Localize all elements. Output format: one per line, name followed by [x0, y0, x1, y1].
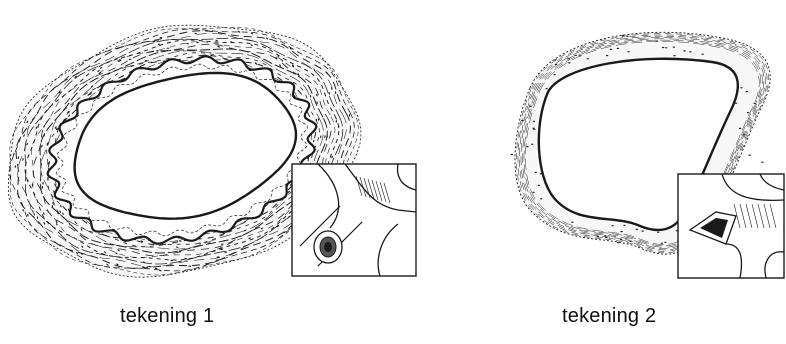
vein-cell-nucleus [622, 35, 625, 36]
vein-cell-nucleus [597, 236, 600, 237]
vein-cell-nucleus [605, 237, 608, 238]
vein-cell-nucleus [761, 162, 764, 163]
vein-cell-nucleus [538, 185, 541, 186]
vein-cell-nucleus [534, 172, 537, 173]
vein-inset [678, 174, 784, 278]
vein-cell-nucleus [673, 47, 676, 48]
vein-cell-nucleus [606, 55, 609, 56]
vein-cell-nucleus [620, 231, 623, 232]
vein-cell-nucleus [553, 74, 556, 75]
caption-drawing-2: tekening 2 [562, 305, 656, 328]
vein-cell-nucleus [629, 241, 632, 242]
vein-cell-nucleus [662, 47, 665, 48]
vein-cell-nucleus [587, 58, 590, 59]
vein-cell-nucleus [746, 91, 749, 92]
vein-cell-nucleus [701, 54, 704, 55]
vein-cell-nucleus [656, 41, 659, 42]
vein-cell-nucleus [568, 62, 571, 63]
vein-cell-nucleus [567, 58, 570, 59]
vein-cell-nucleus [689, 51, 692, 52]
vein-cell-nucleus [533, 121, 536, 122]
vein-cell-nucleus [526, 146, 529, 147]
vein-cell-nucleus [529, 106, 532, 107]
vein-cell-nucleus [610, 49, 613, 50]
vein-cross-section-illustration [490, 0, 786, 290]
vein-cell-nucleus [617, 48, 620, 49]
drawing-2 [490, 0, 786, 290]
vein-cell-nucleus [533, 129, 536, 130]
artery-inset-frame [292, 164, 416, 276]
vein-cell-nucleus [555, 64, 558, 65]
vein-cell-nucleus [665, 47, 668, 48]
artery-cell-nucleus [158, 44, 161, 45]
vein-cell-nucleus [657, 232, 660, 233]
vein-cell-nucleus [579, 55, 582, 56]
vein-cell-nucleus [661, 243, 664, 244]
vein-cell-nucleus [545, 88, 548, 89]
vein-cell-nucleus [554, 59, 557, 60]
vein-cell-nucleus [532, 192, 535, 193]
vein-cell-nucleus [531, 144, 534, 145]
vein-cell-nucleus [673, 55, 676, 56]
vein-cell-nucleus [510, 154, 513, 155]
vein-cell-nucleus [636, 229, 639, 230]
vein-cell-nucleus [521, 120, 524, 121]
vein-cell-nucleus [740, 87, 743, 88]
vein-cell-nucleus [627, 51, 630, 52]
vein-cell-nucleus [641, 231, 644, 232]
artery-cross-section-illustration [0, 0, 420, 290]
vein-cell-nucleus [743, 134, 746, 135]
artery-cell-nucleus [318, 118, 319, 121]
vein-cell-nucleus [623, 225, 626, 226]
vein-cell-nucleus [626, 36, 629, 37]
vein-cell-nucleus [753, 103, 756, 104]
vein-cell-nucleus [747, 112, 750, 113]
vein-cell-nucleus [739, 128, 742, 129]
vein-cell-nucleus [664, 242, 667, 243]
vein-cell-nucleus [683, 50, 686, 51]
vein-cell-nucleus [571, 222, 574, 223]
artery-cell-nucleus [316, 119, 317, 122]
vein-cell-nucleus [575, 55, 578, 56]
artery-inset-lumen [324, 242, 332, 252]
vein-cell-nucleus [540, 198, 543, 199]
vein-cell-nucleus [748, 155, 751, 156]
vein-cell-nucleus [604, 235, 607, 236]
artery-inset [292, 164, 416, 276]
vein-cell-nucleus [617, 242, 620, 243]
caption-drawing-1: tekening 1 [120, 305, 214, 328]
vein-cell-nucleus [611, 225, 614, 226]
vein-cell-nucleus [620, 239, 623, 240]
drawing-1 [0, 0, 420, 290]
